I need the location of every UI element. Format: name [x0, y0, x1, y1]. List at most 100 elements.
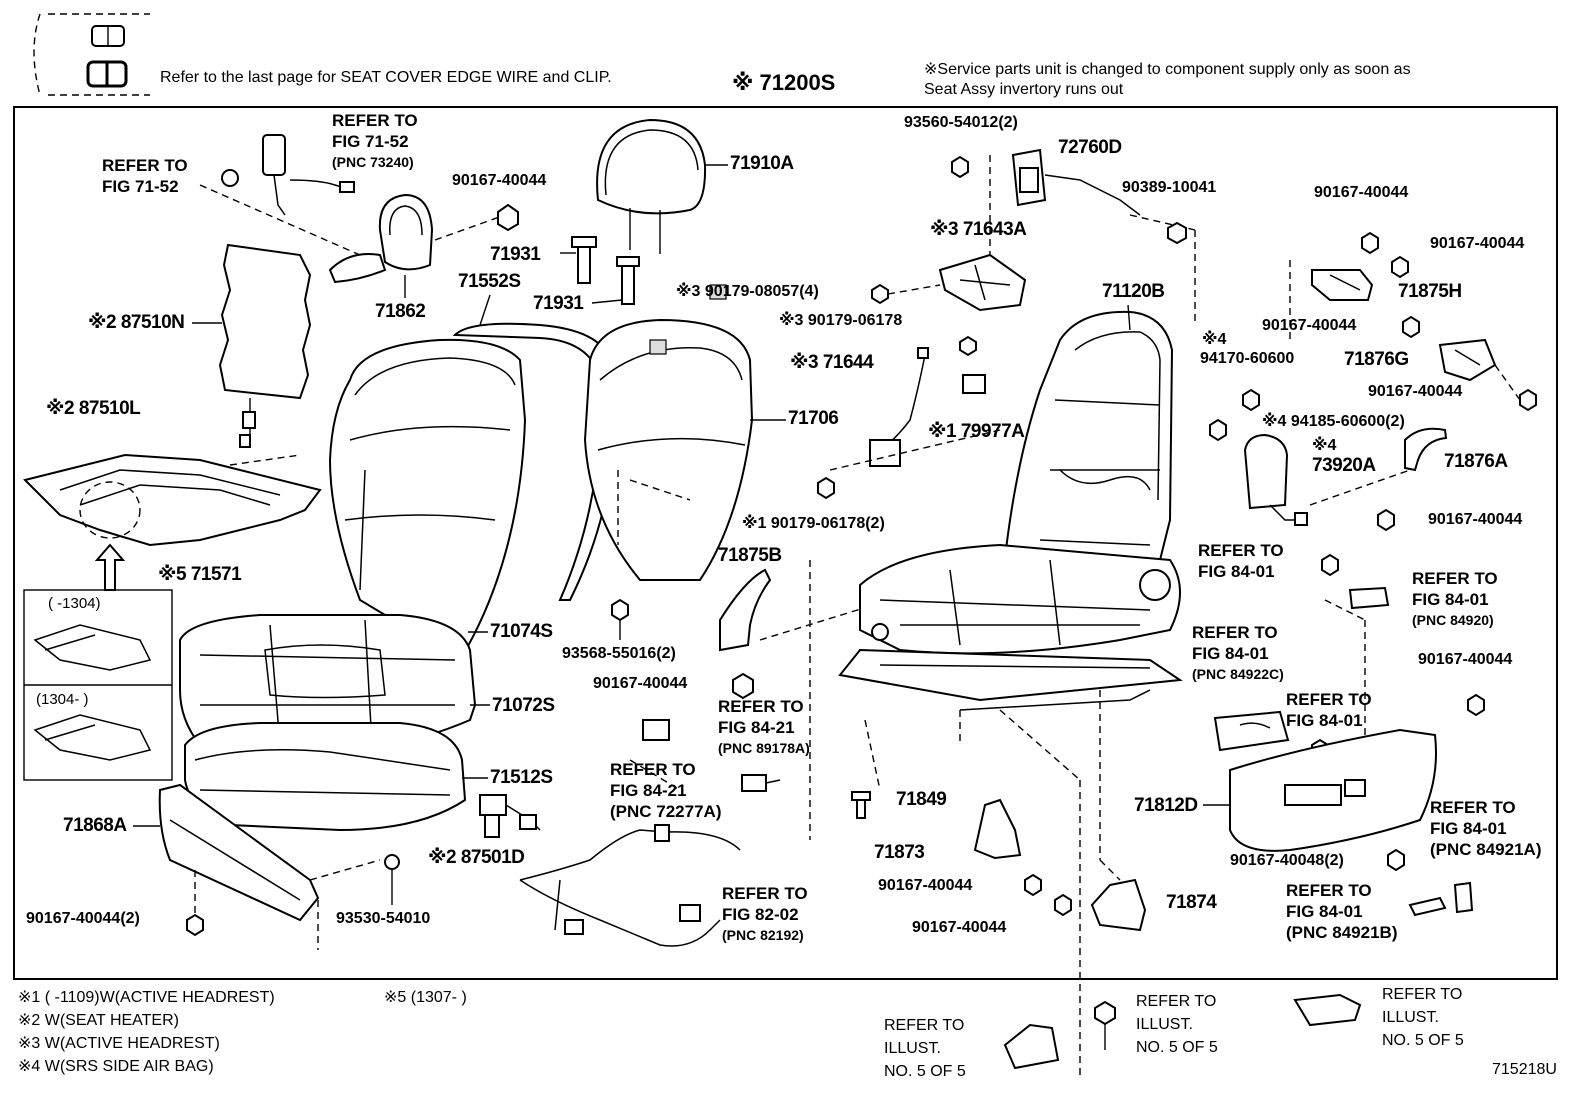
part-72760D[interactable]: 72760D [1058, 137, 1122, 158]
part-71876G[interactable]: 71876G [1344, 349, 1409, 370]
part-79977A[interactable]: ※1 79977A [928, 421, 1025, 442]
part-71706[interactable]: 71706 [788, 408, 839, 429]
part-71931-a[interactable]: 71931 [490, 244, 541, 265]
part-71875H[interactable]: 71875H [1398, 281, 1462, 302]
refer-line: REFER TO [610, 760, 696, 779]
refer-line: FIG 71-52 [102, 177, 179, 196]
refer-fig-84-01-a[interactable]: REFER TO FIG 84-01 [1198, 540, 1284, 582]
switch-knob-84920 [1348, 586, 1390, 610]
part-87501D[interactable]: ※2 87501D [428, 847, 525, 868]
seat-frame-71120B [838, 310, 1183, 711]
arrow-icon [94, 543, 126, 591]
part-90167-40044-b[interactable]: 90167-40044 [593, 675, 688, 692]
part-87510L[interactable]: ※2 87510L [46, 398, 141, 419]
part-87510N[interactable]: ※2 87510N [88, 312, 185, 333]
refer-line: REFER TO [1198, 541, 1284, 560]
part-71552S[interactable]: 71552S [458, 271, 521, 292]
refer-fig-82-02-pnc-82192[interactable]: REFER TO FIG 82-02 (PNC 82192) [722, 883, 808, 946]
part-71644[interactable]: ※3 71644 [790, 352, 874, 373]
service-note-line2: Seat Assy invertory runs out [924, 81, 1124, 98]
refer-line: REFER TO [722, 884, 808, 903]
part-71643A[interactable]: ※3 71643A [930, 219, 1027, 240]
bolt-icon-90167-d [1377, 508, 1395, 532]
part-71862[interactable]: 71862 [375, 301, 426, 322]
refer-line: FIG 84-21 [718, 718, 795, 737]
part-90167-40044-h[interactable]: 90167-40044 [1368, 383, 1463, 400]
part-71812D[interactable]: 71812D [1134, 795, 1198, 816]
part-71874[interactable]: 71874 [1166, 892, 1217, 913]
part-90167-40044-a[interactable]: 90167-40044 [452, 172, 547, 189]
part-71849[interactable]: 71849 [896, 789, 947, 810]
refer-fig-84-21-pnc-72277a[interactable]: REFER TO FIG 84-21 (PNC 72277A) [610, 759, 722, 822]
airbag-73920A [1243, 433, 1308, 526]
refer-fig-84-21-pnc-89178a[interactable]: REFER TO FIG 84-21 (PNC 89178A) [718, 696, 810, 759]
part-90167-40044-j[interactable]: 90167-40044 [1418, 651, 1513, 668]
part-90167-40044-g[interactable]: 90167-40044 [1262, 317, 1357, 334]
part-90167-40044-d[interactable]: 90167-40044 [1428, 511, 1523, 528]
part-71120B[interactable]: 71120B [1102, 281, 1165, 302]
part-90179-08057[interactable]: ※3 90179-08057(4) [676, 283, 819, 300]
refer-fig-71-52[interactable]: REFER TO FIG 71-52 [102, 155, 188, 197]
part-71074S[interactable]: 71074S [490, 621, 553, 642]
part-90167-40044-e[interactable]: 90167-40044 [1314, 184, 1409, 201]
refer-illust-a[interactable]: REFER TO ILLUST. NO. 5 OF 5 [884, 1014, 966, 1083]
nut-icon-94185 [1209, 418, 1227, 442]
part-71931-b[interactable]: 71931 [533, 293, 584, 314]
bracket-71874 [1090, 878, 1147, 932]
bolt-icon-90167-l [1054, 893, 1072, 917]
bolt-icon-90167-g [1402, 315, 1420, 339]
refer-line: ILLUST. [1382, 1009, 1439, 1026]
part-71571[interactable]: ※5 71571 [158, 564, 242, 585]
nut-icon-90179-06178 [959, 335, 977, 357]
part-90167-40048[interactable]: 90167-40048(2) [1230, 852, 1344, 869]
label-79977A [962, 374, 986, 394]
refer-fig-84-01-b[interactable]: REFER TO FIG 84-01 [1286, 689, 1372, 731]
seat-heater-back-87510N [218, 243, 312, 448]
part-90167-40044-2[interactable]: 90167-40044(2) [26, 910, 140, 927]
bolt-icon-90167-c [186, 913, 204, 937]
part-93560-54012[interactable]: 93560-54012(2) [904, 114, 1018, 131]
refer-fig-84-01-pnc-84921b[interactable]: REFER TO FIG 84-01 (PNC 84921B) [1286, 880, 1398, 943]
refer-line: FIG 84-01 [1286, 711, 1363, 730]
bolt-icon-90167-j [1467, 693, 1485, 717]
refer-line: (PNC 89178A) [718, 740, 810, 756]
part-71910A[interactable]: 71910A [730, 153, 794, 174]
heater-harness-87501D [479, 794, 541, 838]
footnote-1: ※1 ( -1109)W(ACTIVE HEADREST) [18, 989, 275, 1006]
bolt-icon-ref-84-01 [1321, 553, 1339, 577]
part-71876A[interactable]: 71876A [1444, 451, 1508, 472]
part-90167-40044-l[interactable]: 90167-40044 [912, 919, 1007, 936]
headrest-guide-71931-b [616, 256, 640, 305]
bracket-71873 [973, 798, 1022, 860]
part-90179-06178-a[interactable]: ※3 90179-06178 [779, 312, 903, 329]
part-73920A[interactable]: 73920A [1312, 455, 1376, 476]
refer-fig-84-01-pnc-84920[interactable]: REFER TO FIG 84-01 (PNC 84920) [1412, 568, 1498, 631]
part-94170-60600[interactable]: 94170-60600 [1200, 350, 1295, 367]
refer-line: REFER TO [718, 697, 804, 716]
inset-range-1: ( -1304) [48, 595, 101, 612]
part-93568-55016[interactable]: 93568-55016(2) [562, 645, 676, 662]
cover-71875B [719, 568, 772, 652]
part-71512S[interactable]: 71512S [490, 767, 553, 788]
part-90179-06178-b[interactable]: ※1 90179-06178(2) [742, 515, 885, 532]
part-93530-54010[interactable]: 93530-54010 [336, 910, 431, 927]
part-90167-40044-k[interactable]: 90167-40044 [878, 877, 973, 894]
headrest-guide-71931-a [571, 236, 597, 284]
part-94185-60600[interactable]: ※4 94185-60600(2) [1262, 413, 1405, 430]
pin-71849 [851, 791, 871, 819]
refer-line: REFER TO [884, 1017, 965, 1034]
refer-fig-84-01-pnc-84921a[interactable]: REFER TO FIG 84-01 (PNC 84921A) [1430, 797, 1542, 860]
refer-fig-84-01-pnc-84922c[interactable]: REFER TO FIG 84-01 (PNC 84922C) [1192, 622, 1284, 685]
bolt-icon-93568 [611, 598, 629, 640]
part-90167-40044-f[interactable]: 90167-40044 [1430, 235, 1525, 252]
part-71072S[interactable]: 71072S [492, 695, 555, 716]
refer-illust-b[interactable]: REFER TO ILLUST. NO. 5 OF 5 [1136, 990, 1218, 1059]
part-71873[interactable]: 71873 [874, 842, 925, 863]
refer-illust-c[interactable]: REFER TO ILLUST. NO. 5 OF 5 [1382, 983, 1464, 1052]
bolt-icon-90167-b [732, 672, 754, 700]
part-90389-10041[interactable]: 90389-10041 [1122, 179, 1217, 196]
part-71868A[interactable]: 71868A [63, 815, 127, 836]
part-71875B[interactable]: 71875B [718, 545, 782, 566]
refer-line: FIG 82-02 [722, 905, 799, 924]
refer-fig-71-52-pnc-73240[interactable]: REFER TO FIG 71-52 (PNC 73240) [332, 110, 418, 173]
